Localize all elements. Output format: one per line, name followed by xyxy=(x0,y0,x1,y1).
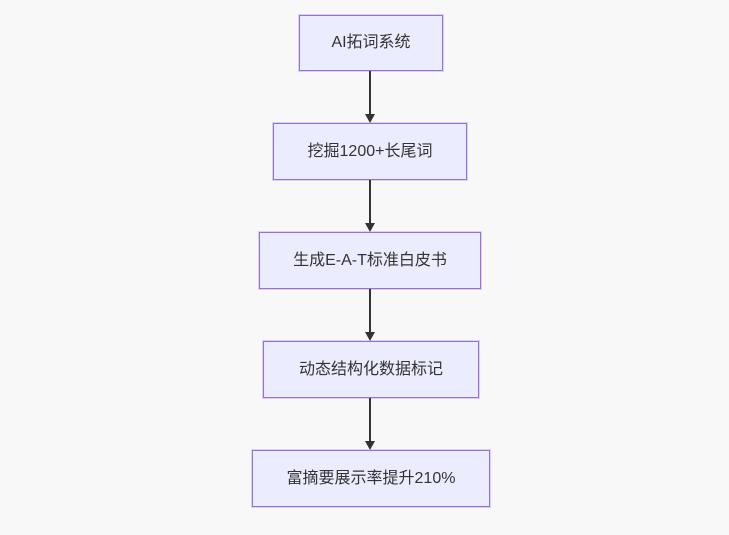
flow-arrow-4 xyxy=(365,398,375,450)
flow-arrow-2 xyxy=(365,180,375,232)
arrow-line xyxy=(369,289,371,333)
flow-node-label: 生成E-A-T标准白皮书 xyxy=(293,251,447,269)
arrow-down-icon xyxy=(365,441,375,450)
flow-node-label: 富摘要展示率提升210% xyxy=(286,469,456,487)
arrow-down-icon xyxy=(365,223,375,232)
flow-node-structured-data-markup: 动态结构化数据标记 xyxy=(263,341,479,398)
flow-node-longtail-mining: 挖掘1200+长尾词 xyxy=(273,123,467,180)
arrow-down-icon xyxy=(365,332,375,341)
flow-node-label: AI拓词系统 xyxy=(331,34,411,51)
flow-node-rich-snippet-result: 富摘要展示率提升210% xyxy=(252,450,490,507)
arrow-line xyxy=(369,180,371,224)
flow-node-eat-whitepaper: 生成E-A-T标准白皮书 xyxy=(259,232,481,289)
flow-arrow-3 xyxy=(365,289,375,341)
arrow-down-icon xyxy=(365,114,375,123)
flow-node-ai-keyword-system: AI拓词系统 xyxy=(299,15,443,71)
flow-node-label: 动态结构化数据标记 xyxy=(298,360,443,378)
arrow-line xyxy=(369,398,371,442)
flow-arrow-1 xyxy=(365,71,375,123)
flow-node-label: 挖掘1200+长尾词 xyxy=(307,142,433,160)
arrow-line xyxy=(369,71,371,115)
